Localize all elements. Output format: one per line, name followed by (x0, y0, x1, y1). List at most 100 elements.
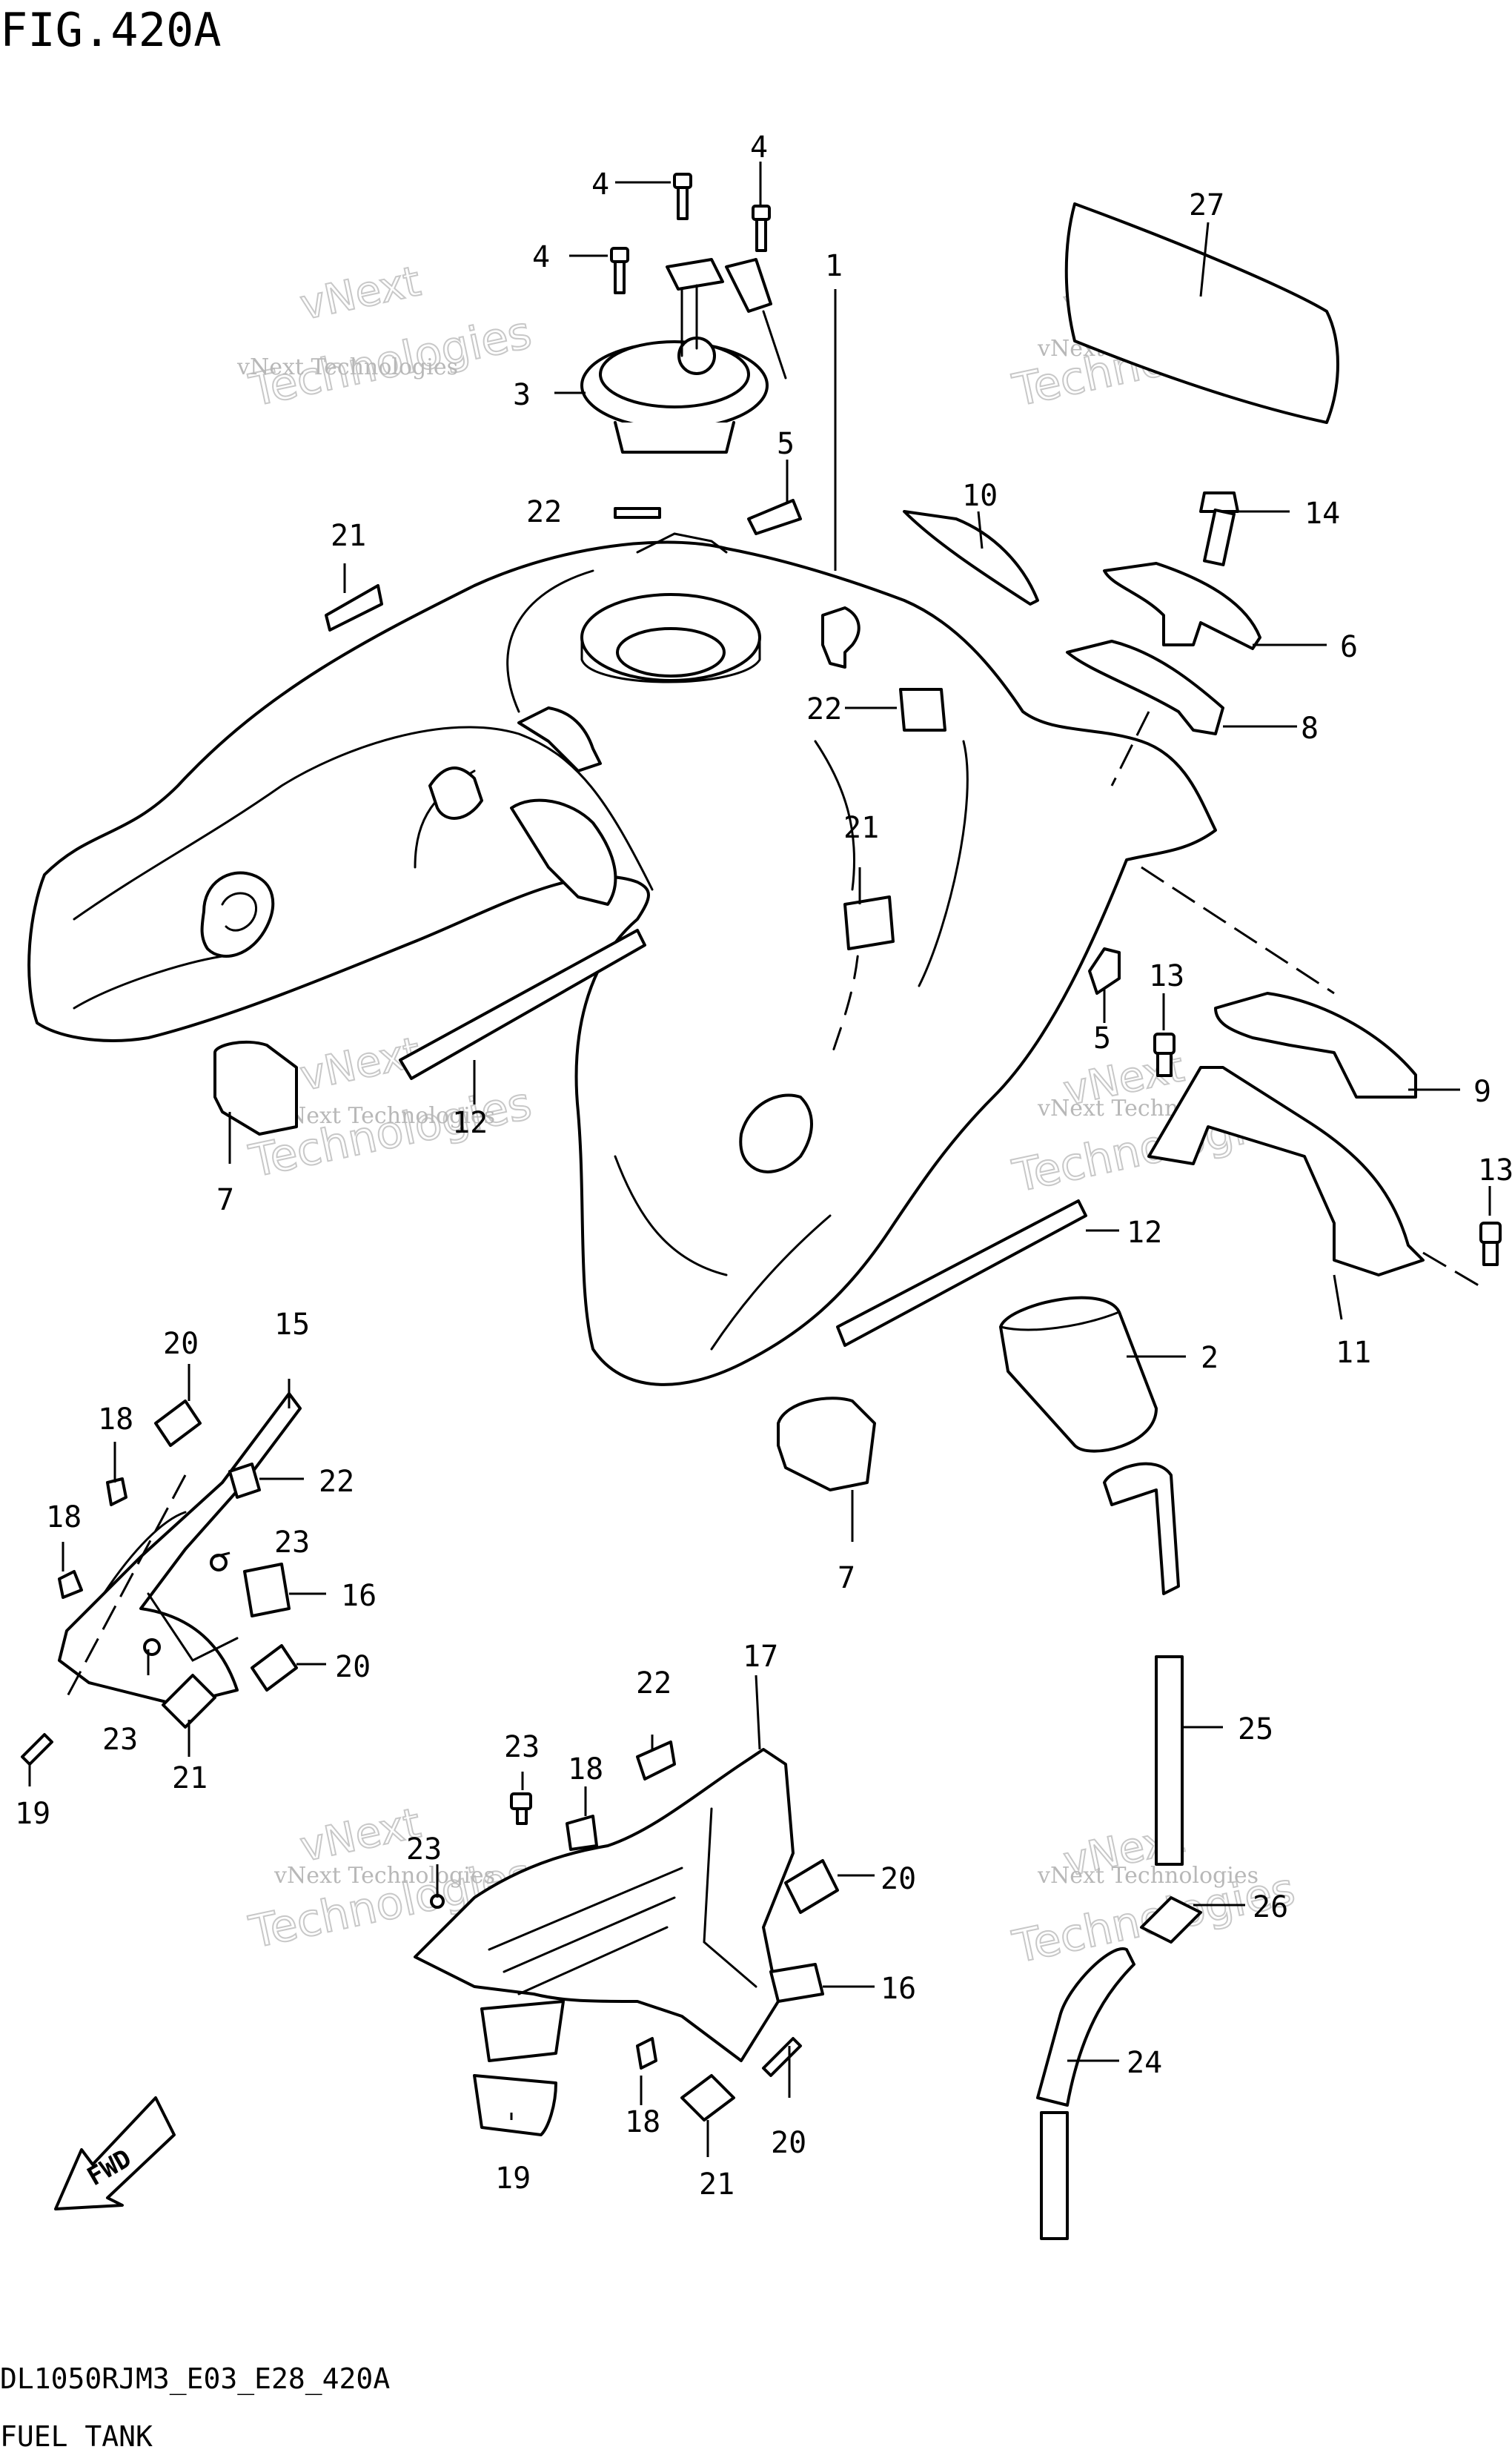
pad-21 (162, 1674, 216, 1729)
pad-22 (636, 1740, 676, 1781)
hose-assembly (1036, 1462, 1202, 2240)
seal-strip (399, 929, 646, 1080)
callout-2: 2 (1201, 1341, 1218, 1375)
callout-22: 22 (636, 1666, 672, 1700)
callout-22: 22 (526, 495, 562, 529)
damper-7 (213, 1040, 298, 1136)
fuel-tank (27, 532, 1217, 1386)
callout-10: 10 (962, 479, 998, 513)
pad-22 (899, 688, 946, 732)
callout-22: 22 (319, 1465, 354, 1499)
callout-16: 16 (881, 1972, 916, 2006)
callout-4: 4 (532, 240, 550, 274)
callout-26: 26 (1253, 1890, 1288, 1924)
pad-18 (566, 1815, 598, 1851)
watermark-text: vNext Technologies (273, 1863, 495, 1889)
sleeve-2 (999, 1296, 1158, 1453)
callout-21: 21 (331, 519, 366, 553)
leader-lines (28, 162, 1491, 2157)
callout-7: 7 (216, 1183, 234, 1217)
callout-25: 25 (1238, 1712, 1273, 1746)
callout-20: 20 (881, 1862, 916, 1896)
bracket-9 (1214, 992, 1417, 1099)
screw (610, 247, 629, 294)
right-side-cover (414, 1748, 795, 2062)
pad-16 (243, 1563, 291, 1617)
callouts: 1 2 3 4 4 4 5 5 6 7 7 8 9 10 11 12 12 13… (15, 130, 1512, 2202)
callout-7: 7 (838, 1561, 855, 1595)
pad-5 (747, 499, 802, 535)
callout-23: 23 (274, 1526, 310, 1560)
pad-21 (325, 584, 383, 632)
pad-18 (106, 1477, 127, 1506)
callout-27: 27 (1189, 188, 1224, 222)
model-code: DL1050RJM3_E03_E28_420A (0, 2362, 390, 2396)
callout-22: 22 (806, 692, 842, 726)
callout-12: 12 (452, 1106, 488, 1140)
callout-20: 20 (163, 1327, 199, 1361)
bracket-8 (1066, 640, 1224, 735)
pad-19 (21, 1733, 53, 1766)
callout-21: 21 (843, 811, 879, 845)
forward-arrow: FWD (54, 2096, 176, 2210)
pad-20 (784, 1859, 839, 1914)
callout-14: 14 (1304, 497, 1340, 531)
damper-7 (777, 1397, 876, 1491)
callout-6: 6 (1340, 630, 1358, 664)
callout-4: 4 (750, 130, 768, 165)
callout-13: 13 (1478, 1153, 1512, 1188)
screw-23 (510, 1792, 532, 1825)
callout-19: 19 (15, 1797, 50, 1831)
bolt-13 (1479, 1222, 1502, 1266)
callout-8: 8 (1301, 712, 1319, 746)
pad-19 (480, 2000, 565, 2062)
callout-18: 18 (568, 1752, 603, 1786)
callout-24: 24 (1127, 2046, 1162, 2080)
callout-15: 15 (274, 1308, 310, 1342)
watermark-vnext: vNext (296, 257, 425, 330)
pad-16 (769, 1963, 824, 2003)
callout-17: 17 (743, 1640, 778, 1674)
pad-5 (1088, 947, 1121, 995)
fuel-cap-assembly (580, 173, 787, 454)
callout-9: 9 (1473, 1075, 1491, 1109)
seal-strip (836, 1199, 1087, 1347)
pad-22 (228, 1463, 261, 1499)
pad-18 (636, 2037, 657, 2070)
callout-18: 18 (625, 2105, 660, 2139)
cover-10 (903, 510, 1039, 606)
screw-23 (210, 1554, 228, 1571)
pad-22 (614, 507, 661, 519)
callout-23: 23 (102, 1723, 138, 1757)
pad-20 (251, 1644, 298, 1692)
pad-20 (762, 2037, 802, 2077)
bolt-14 (1199, 491, 1239, 566)
emblem (1064, 202, 1339, 424)
callout-3: 3 (513, 378, 531, 412)
watermark-text: vNext Technologies (273, 1103, 495, 1129)
pad-18 (58, 1570, 83, 1599)
bolt-13 (1153, 1033, 1176, 1077)
callout-21: 21 (172, 1761, 208, 1795)
bracket-11 (1147, 1066, 1425, 1276)
callout-4: 4 (591, 168, 609, 202)
screw-23 (143, 1638, 161, 1656)
callout-12: 12 (1127, 1216, 1162, 1250)
pad-19 (473, 2074, 557, 2136)
screw (673, 173, 692, 220)
callout-1: 1 (825, 249, 843, 283)
callout-23: 23 (406, 1832, 442, 1867)
callout-20: 20 (335, 1650, 371, 1684)
callout-11: 11 (1336, 1336, 1371, 1370)
callout-5: 5 (777, 427, 795, 461)
callout-21: 21 (699, 2167, 735, 2202)
figure-title: FIG.420A (0, 3, 222, 57)
figure-caption: FUEL TANK (0, 2420, 153, 2453)
watermark-text: vNext Technologies (236, 354, 458, 380)
callout-20: 20 (771, 2126, 806, 2160)
callout-5: 5 (1093, 1021, 1111, 1056)
pad-21 (680, 2074, 735, 2122)
callout-18: 18 (98, 1402, 133, 1437)
pad-20 (154, 1400, 202, 1447)
